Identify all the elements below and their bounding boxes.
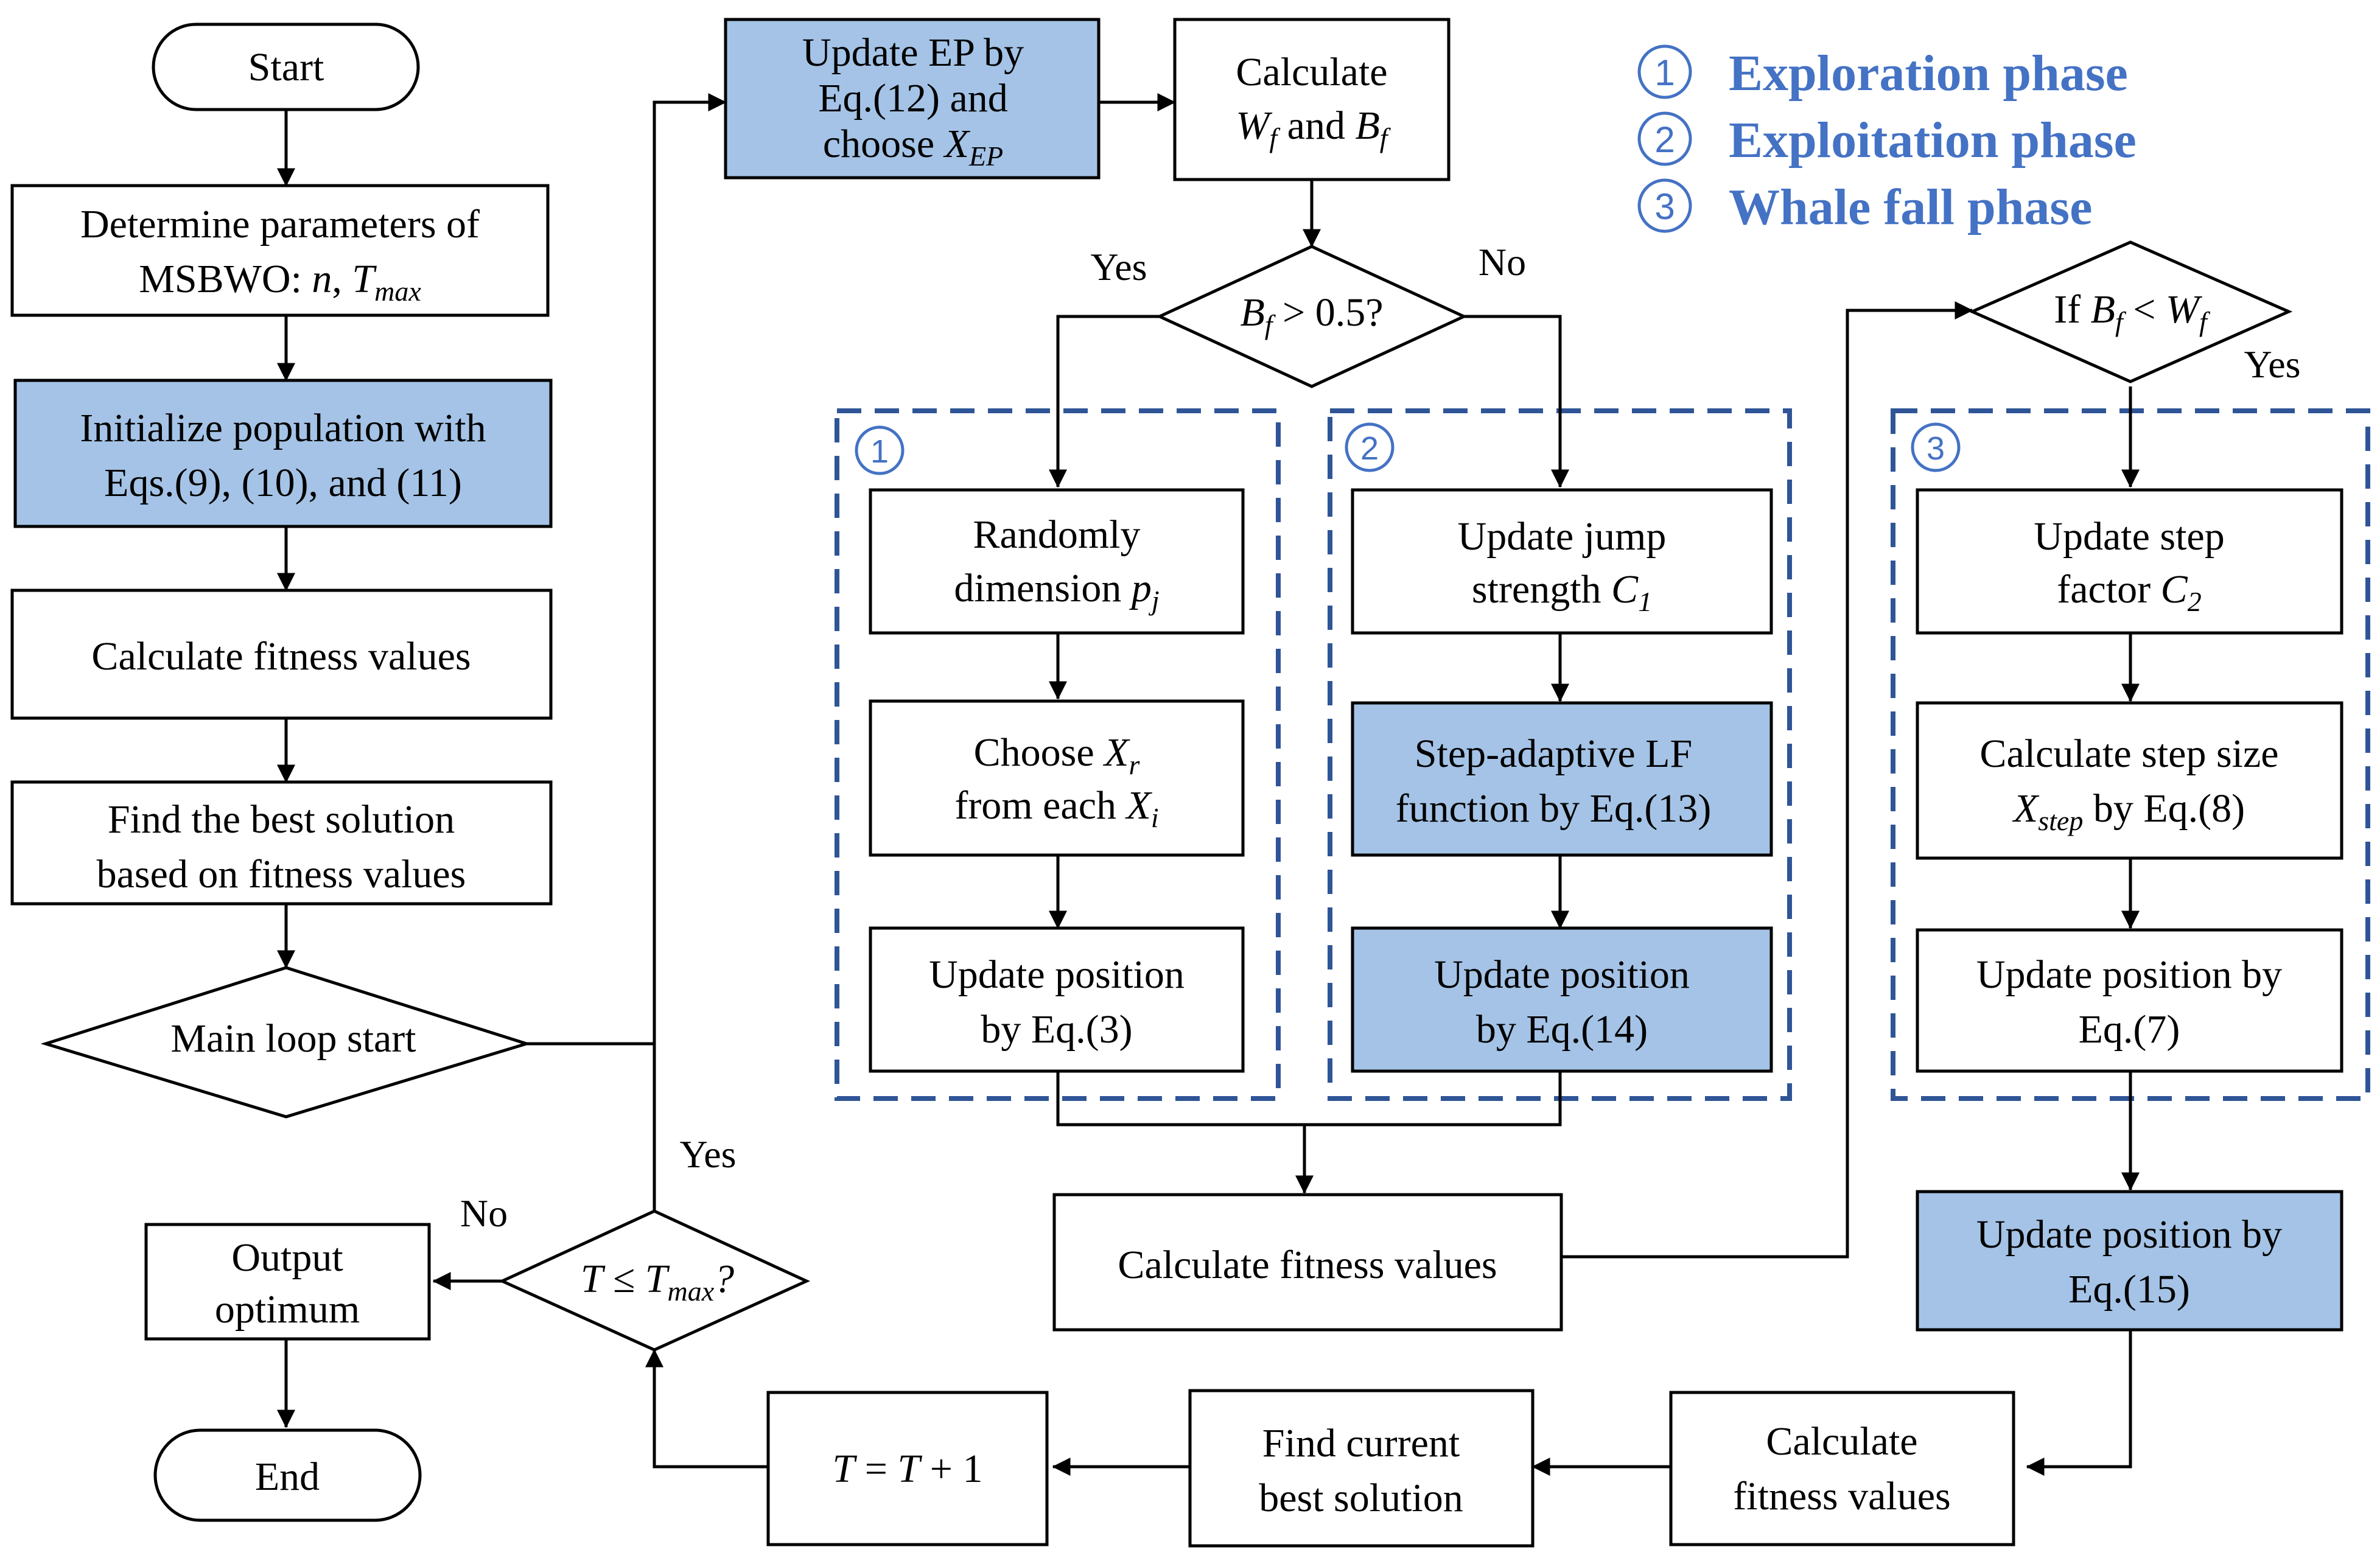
svg-text:Wf and Bf: Wf and Bf (1236, 103, 1391, 153)
edges (277, 93, 2140, 1476)
svg-text:dimension pj: dimension pj (954, 566, 1159, 616)
svg-text:T ≤ Tmax?: T ≤ Tmax? (581, 1257, 734, 1307)
main-loop-start-node: Main loop start (40, 966, 532, 1119)
svg-text:Calculate step size: Calculate step size (1979, 732, 2278, 776)
increment-t-node: T = T + 1 (766, 1391, 1049, 1546)
svg-text:3: 3 (1654, 186, 1675, 227)
svg-text:Calculate fitness values: Calculate fitness values (1118, 1243, 1497, 1287)
svg-text:Bf > 0.5?: Bf > 0.5? (1240, 290, 1383, 340)
update-position-eq3-node: Update position by Eq.(3) (869, 926, 1245, 1073)
svg-text:Update position: Update position (929, 952, 1185, 997)
svg-text:Determine parameters of: Determine parameters of (80, 202, 480, 246)
svg-text:fitness values: fitness values (1733, 1474, 1950, 1518)
svg-text:Update position by: Update position by (1976, 1212, 2282, 1257)
legend-item-exploitation: 2 Exploitation phase (1637, 111, 2137, 169)
svg-text:Step-adaptive LF: Step-adaptive LF (1415, 732, 1692, 776)
svg-text:Update jump: Update jump (1458, 514, 1667, 559)
calculate-fitness-node-1: Calculate fitness values (10, 589, 553, 720)
find-best-solution-node: Find the best solution based on fitness … (10, 780, 553, 906)
svg-text:choose XEP: choose XEP (823, 122, 1003, 172)
svg-text:Eq.(12) and: Eq.(12) and (818, 76, 1008, 121)
step-adaptive-lf-node: Step-adaptive LF function by Eq.(13) (1351, 701, 1773, 857)
update-step-factor-node: Update step factor C2 (1916, 488, 2343, 635)
svg-text:2: 2 (1654, 119, 1675, 160)
calculate-fitness-node-3: Calculate fitness values (1669, 1391, 2015, 1546)
update-position-eq14-node: Update position by Eq.(14) (1351, 926, 1773, 1073)
end-node: End (153, 1428, 422, 1522)
svg-text:Eqs.(9), (10), and (11): Eqs.(9), (10), and (11) (104, 461, 462, 505)
calculate-fitness-node-2: Calculate fitness values (1052, 1193, 1563, 1332)
svg-text:Find current: Find current (1262, 1421, 1460, 1465)
svg-text:Start: Start (248, 45, 324, 89)
yes-label-t: Yes (679, 1133, 736, 1176)
find-current-best-node: Find current best solution (1188, 1389, 1535, 1548)
decision-bf-node: Bf > 0.5? (1156, 245, 1468, 388)
svg-text:best solution: best solution (1259, 1476, 1463, 1520)
svg-text:1: 1 (1654, 52, 1675, 93)
update-position-eq15-node: Update position by Eq.(15) (1916, 1190, 2343, 1332)
initialize-population-node: Initialize population with Eqs.(9), (10)… (13, 379, 553, 528)
svg-text:Calculate: Calculate (1766, 1419, 1917, 1464)
start-node: Start (152, 23, 420, 111)
svg-text:factor C2: factor C2 (2057, 567, 2201, 617)
output-optimum-node: Output optimum (144, 1223, 431, 1341)
yes-label-wf: Yes (2244, 343, 2300, 386)
svg-text:Whale fall phase: Whale fall phase (1729, 179, 2092, 236)
no-label-t: No (460, 1192, 508, 1235)
svg-text:Exploitation phase: Exploitation phase (1729, 112, 2137, 169)
svg-text:Update position by: Update position by (1976, 952, 2282, 997)
svg-text:Eq.(15): Eq.(15) (2068, 1267, 2190, 1312)
svg-text:1: 1 (870, 433, 889, 470)
update-jump-strength-node: Update jump strength C1 (1351, 488, 1773, 635)
decision-t-node: T ≤ Tmax? (498, 1209, 811, 1352)
svg-text:MSBWO: n, Tmax: MSBWO: n, Tmax (139, 257, 421, 307)
decision-wf-node: If Bf < Wf (1968, 240, 2293, 383)
svg-text:Eq.(7): Eq.(7) (2079, 1007, 2180, 1052)
svg-text:2: 2 (1360, 430, 1379, 467)
svg-text:Calculate: Calculate (1236, 50, 1387, 94)
svg-text:from each Xi: from each Xi (954, 783, 1158, 833)
phase-marker-3: 3 (1911, 422, 1961, 472)
svg-text:T = T + 1: T = T + 1 (833, 1447, 983, 1491)
update-position-eq7-node: Update position by Eq.(7) (1916, 928, 2343, 1073)
svg-text:End: End (255, 1455, 320, 1499)
calculate-step-size-node: Calculate step size Xstep by Eq.(8) (1916, 701, 2343, 860)
svg-text:Initialize population with: Initialize population with (80, 406, 486, 450)
svg-text:optimum: optimum (215, 1287, 360, 1332)
update-ep-node: Update EP by Eq.(12) and choose XEP (724, 18, 1101, 180)
randomly-dimension-node: Randomly dimension pj (869, 488, 1245, 635)
svg-text:Update position: Update position (1434, 952, 1690, 997)
phase-marker-2: 2 (1345, 422, 1395, 472)
svg-text:Main loop start: Main loop start (170, 1016, 416, 1061)
calculate-wf-bf-node: Calculate Wf and Bf (1173, 18, 1451, 181)
svg-text:Output: Output (231, 1235, 343, 1280)
svg-text:If Bf < Wf: If Bf < Wf (2054, 287, 2211, 337)
svg-text:Randomly: Randomly (973, 512, 1141, 557)
legend-item-whale-fall: 3 Whale fall phase (1637, 178, 2092, 236)
svg-text:3: 3 (1927, 430, 1945, 467)
svg-text:Exploration phase: Exploration phase (1729, 45, 2128, 102)
determine-parameters-node: Determine parameters of MSBWO: n, Tmax (10, 184, 550, 317)
svg-text:Calculate fitness values: Calculate fitness values (91, 634, 471, 679)
no-label-bf: No (1479, 240, 1526, 284)
yes-label-bf: Yes (1090, 245, 1147, 288)
svg-text:by Eq.(14): by Eq.(14) (1476, 1007, 1648, 1052)
legend-item-exploration: 1 Exploration phase (1637, 44, 2128, 102)
phase-marker-1: 1 (855, 425, 905, 475)
svg-text:strength C1: strength C1 (1472, 567, 1652, 617)
svg-text:Update EP by: Update EP by (802, 30, 1024, 75)
choose-xr-node: Choose Xr from each Xi (869, 699, 1245, 857)
svg-text:by Eq.(3): by Eq.(3) (981, 1007, 1132, 1052)
svg-text:Update step: Update step (2034, 514, 2224, 559)
svg-text:Find the best solution: Find the best solution (108, 797, 455, 842)
svg-text:function by Eq.(13): function by Eq.(13) (1396, 786, 1712, 831)
svg-text:Choose Xr: Choose Xr (974, 730, 1141, 780)
legend: 1 Exploration phase 2 Exploitation phase… (1637, 44, 2137, 236)
svg-text:based on fitness values: based on fitness values (97, 852, 466, 896)
svg-text:Xstep by Eq.(8): Xstep by Eq.(8) (2012, 786, 2245, 836)
